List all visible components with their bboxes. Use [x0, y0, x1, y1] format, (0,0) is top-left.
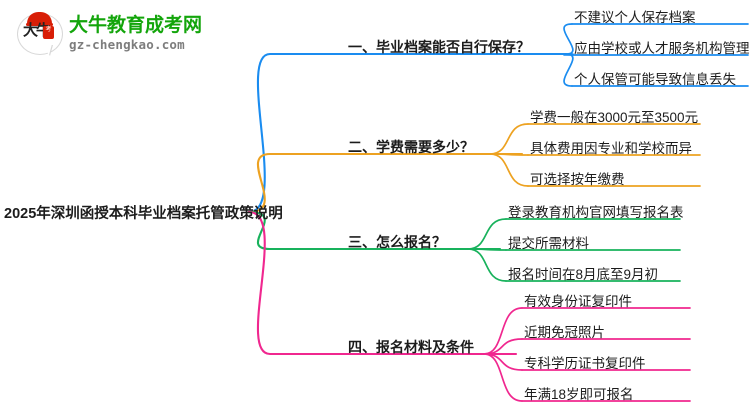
- branch-label-3[interactable]: 三、怎么报名？: [348, 234, 446, 250]
- leaf-label-2-3[interactable]: 可选择按年缴费: [530, 172, 625, 187]
- branch-label-4[interactable]: 四、报名材料及条件: [348, 339, 474, 355]
- leaf-label-1-2[interactable]: 应由学校或人才服务机构管理: [574, 41, 750, 56]
- red-band-icon: [26, 23, 53, 26]
- leaf-label-2-1[interactable]: 学费一般在3000元至3500元: [530, 110, 699, 125]
- leaf-label-3-1[interactable]: 登录教育机构官网填写报名表: [508, 205, 684, 220]
- site-logo: 大牛 考 大牛教育成考网 gz-chengkao.com: [16, 6, 216, 62]
- leaf-label-1-1[interactable]: 不建议个人保存档案: [574, 10, 696, 25]
- leaf-label-1-3[interactable]: 个人保管可能导致信息丢失: [574, 72, 736, 87]
- logo-text-block: 大牛教育成考网 gz-chengkao.com: [69, 16, 202, 52]
- leaf-label-4-1[interactable]: 有效身份证复印件: [524, 294, 632, 309]
- leaf-label-3-3[interactable]: 报名时间在8月底至9月初: [508, 267, 659, 282]
- leaf-label-2-2[interactable]: 具体费用因专业和学校而异: [530, 141, 692, 156]
- logo-seal-icon: 考: [43, 26, 54, 39]
- leaf-label-4-3[interactable]: 专科学历证书复印件: [524, 356, 646, 371]
- speech-bubble-tail-icon: [42, 44, 52, 55]
- branch-label-2[interactable]: 二、学费需要多少？: [348, 139, 474, 155]
- mindmap-root-label: 2025年深圳函授本科毕业档案托管政策说明: [4, 206, 283, 222]
- logo-mark-icon: 大牛 考: [16, 11, 63, 57]
- red-cap-icon: [27, 12, 52, 25]
- logo-title: 大牛教育成考网: [69, 15, 203, 37]
- leaf-label-3-2[interactable]: 提交所需材料: [508, 236, 589, 251]
- logo-subtitle: gz-chengkao.com: [69, 37, 185, 53]
- leaf-label-4-2[interactable]: 近期免冠照片: [524, 325, 605, 340]
- branch-label-1[interactable]: 一、毕业档案能否自行保存？: [348, 39, 530, 55]
- leaf-label-4-4[interactable]: 年满18岁即可报名: [524, 387, 634, 402]
